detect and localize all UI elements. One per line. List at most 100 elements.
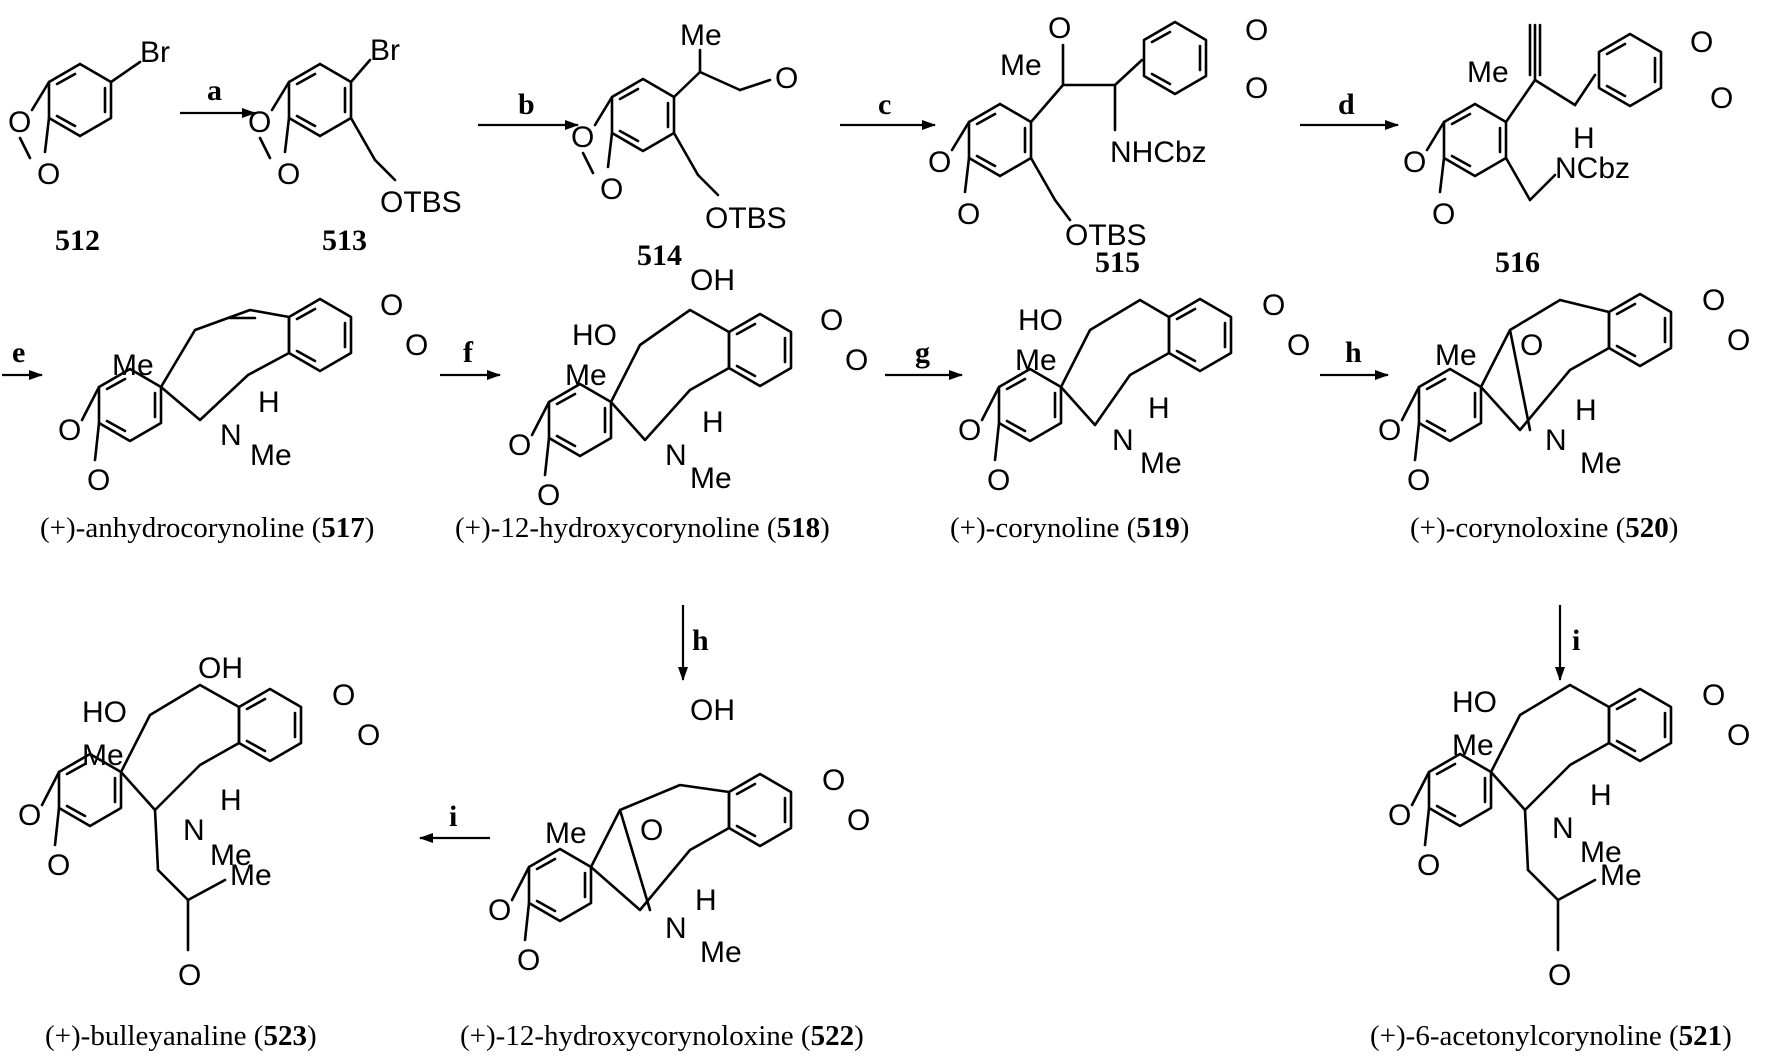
methyl-label: Me <box>565 359 607 392</box>
svg-text:N: N <box>1552 812 1574 845</box>
step-label-a: a <box>207 74 222 107</box>
svg-text:O: O <box>958 414 981 447</box>
svg-text:O: O <box>380 289 403 322</box>
ring-hydrogen: H <box>1575 394 1597 427</box>
ring-hydrogen: H <box>258 386 280 419</box>
n-methyl-label: Me <box>210 839 252 872</box>
svg-text:O: O <box>18 799 41 832</box>
compound-522: O OH Me H N Me OO OO (+)-12-hydroxycoryn… <box>460 694 870 1052</box>
hydroxy-label-left: HO <box>572 319 617 352</box>
svg-text:O: O <box>987 464 1010 497</box>
svg-text:O: O <box>600 173 623 206</box>
methyl-label: Me <box>1467 56 1509 89</box>
svg-text:O: O <box>248 106 271 139</box>
n-methyl-label: Me <box>1580 836 1622 869</box>
compound-name-519: (+)-corynoline (519) <box>950 512 1189 544</box>
svg-text:O: O <box>47 849 70 882</box>
svg-text:O: O <box>1432 198 1455 231</box>
svg-text:O: O <box>537 479 560 512</box>
ring-hydrogen: H <box>220 784 242 817</box>
nhcbz-group: NHCbz <box>1110 136 1207 169</box>
step-label-g: g <box>915 336 930 369</box>
svg-text:O: O <box>1520 329 1543 362</box>
compound-515: O Me NHCbz OO OO OTBS 515 <box>928 12 1268 279</box>
acetonyl-methyl-label: Me <box>230 859 272 892</box>
compound-521: HO Me H N Me O Me OO OO (+)-6-acetonylco… <box>1370 679 1750 1052</box>
ring-hydrogen: H <box>1573 122 1595 155</box>
svg-text:O: O <box>640 814 663 847</box>
svg-text:O: O <box>517 944 540 977</box>
svg-text:O: O <box>820 304 843 337</box>
compound-number-513: 513 <box>322 224 367 257</box>
svg-text:N: N <box>1545 424 1567 457</box>
svg-text:O: O <box>1417 849 1440 882</box>
step-label-h-down: h <box>692 624 709 657</box>
step-label-f: f <box>463 336 474 369</box>
compound-520: O Me H N Me OO OO (+)-corynoloxine (520) <box>1378 284 1750 544</box>
compound-518: OH HO Me H N Me OO OO (+)-12-hydroxycory… <box>455 264 868 544</box>
compound-number-514: 514 <box>637 239 682 272</box>
svg-text:O: O <box>357 719 380 752</box>
compound-513: Br OO OTBS 513 <box>248 34 462 257</box>
compound-name-523: (+)-bulleyanaline (523) <box>45 1020 317 1052</box>
svg-text:O: O <box>1727 719 1750 752</box>
svg-text:O: O <box>928 146 951 179</box>
ncbz-group: NCbz <box>1555 152 1630 185</box>
compound-number-515: 515 <box>1095 246 1140 279</box>
methyl-label: Me <box>545 817 587 850</box>
svg-text:O: O <box>1378 414 1401 447</box>
compound-514: Me O OO OTBS 514 <box>571 19 798 272</box>
svg-text:O: O <box>1702 284 1725 317</box>
hydroxy-label: OH <box>690 694 735 727</box>
svg-text:N: N <box>665 912 687 945</box>
bromo-atom: Br <box>370 34 400 67</box>
compound-519: HO Me H N Me OO OO (+)-corynoline (519) <box>950 289 1310 544</box>
n-methyl-label: Me <box>250 439 292 472</box>
compound-number-512: 512 <box>55 224 100 257</box>
compound-517: Me H N Me OO OO (+)-anhydrocorynoline (5… <box>40 289 428 544</box>
svg-text:O: O <box>37 158 60 191</box>
svg-text:O: O <box>1245 14 1268 47</box>
step-label-i-left: i <box>449 800 457 833</box>
hydroxy-label-left: HO <box>1452 686 1497 719</box>
svg-text:O: O <box>8 106 31 139</box>
compound-name-521: (+)-6-acetonylcorynoline (521) <box>1370 1020 1732 1052</box>
ring-hydrogen: H <box>702 406 724 439</box>
methyl-label: Me <box>1452 729 1494 762</box>
step-label-e: e <box>12 336 25 369</box>
otbs-group: OTBS <box>380 186 462 219</box>
svg-text:O: O <box>332 679 355 712</box>
compound-name-518: (+)-12-hydroxycorynoline (518) <box>455 512 830 544</box>
svg-text:O: O <box>405 329 428 362</box>
otbs-group: OTBS <box>1065 219 1147 252</box>
svg-text:O: O <box>1407 464 1430 497</box>
hydroxy-label: OH <box>198 652 243 685</box>
svg-text:O: O <box>277 158 300 191</box>
svg-text:O: O <box>58 414 81 447</box>
svg-text:O: O <box>571 121 594 154</box>
compound-name-520: (+)-corynoloxine (520) <box>1410 512 1678 544</box>
step-label-d: d <box>1338 88 1355 121</box>
bromo-atom: Br <box>140 36 170 69</box>
ring-hydrogen: H <box>695 884 717 917</box>
methyl-label: Me <box>82 739 124 772</box>
compound-523: OH HO Me H N Me O Me OO OO (+)-bulleyana… <box>18 652 380 1052</box>
step-label-c: c <box>878 88 891 121</box>
svg-text:O: O <box>775 62 798 95</box>
step-label-b: b <box>518 88 535 121</box>
svg-text:O: O <box>1403 146 1426 179</box>
step-label-i-right: i <box>1572 624 1580 657</box>
otbs-group: OTBS <box>705 202 787 235</box>
step-label-h-top: h <box>1345 336 1362 369</box>
svg-text:O: O <box>1702 679 1725 712</box>
svg-text:O: O <box>847 804 870 837</box>
compound-516: Me OO H NCbz OO 516 <box>1403 23 1733 279</box>
acetonyl-methyl-label: Me <box>1600 859 1642 892</box>
hydroxy-label: OH <box>690 264 735 297</box>
svg-text:O: O <box>957 198 980 231</box>
compound-name-522: (+)-12-hydroxycorynoloxine (522) <box>460 1020 864 1052</box>
n-methyl-label: Me <box>1580 447 1622 480</box>
svg-text:N: N <box>183 814 205 847</box>
svg-text:O: O <box>1388 799 1411 832</box>
